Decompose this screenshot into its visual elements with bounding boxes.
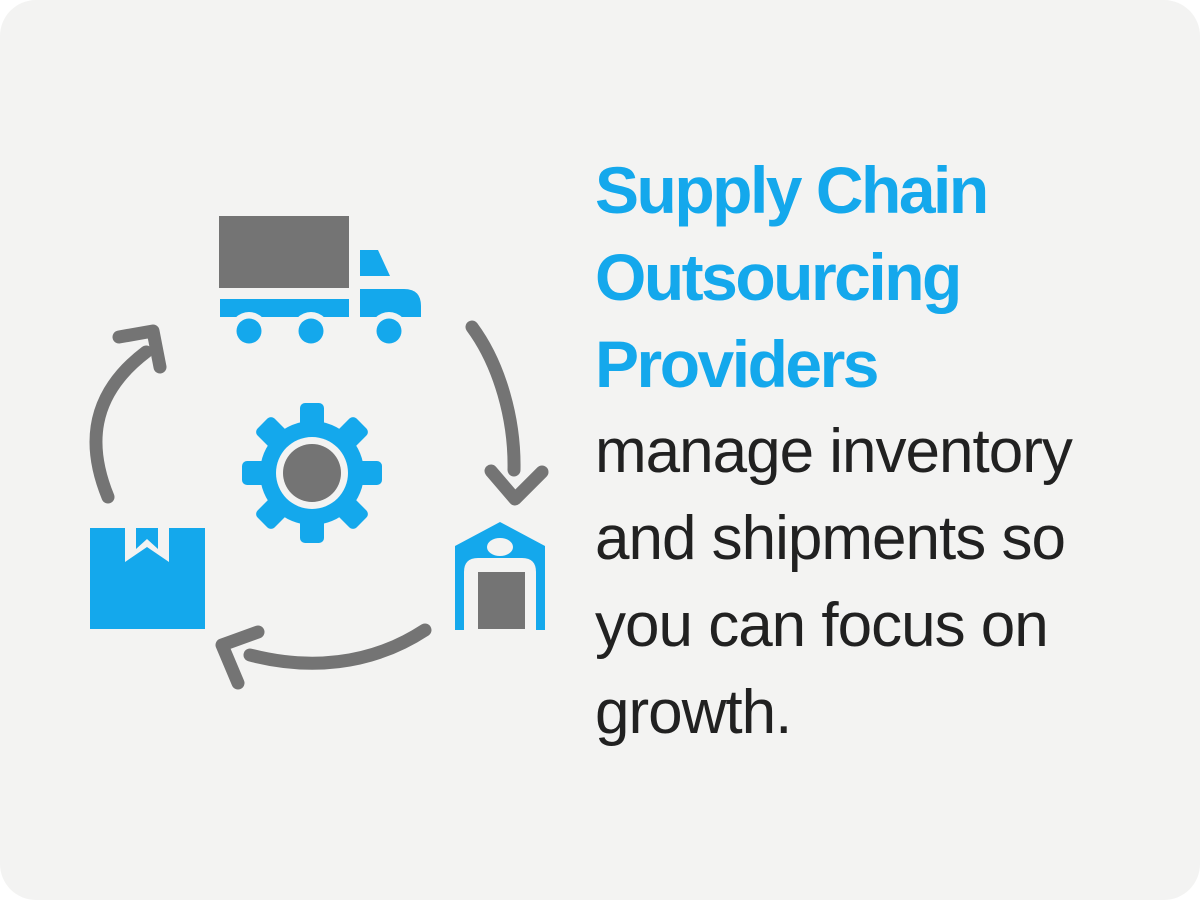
arc-arrow-down-icon bbox=[465, 320, 549, 506]
heading-line-1: Supply Chain bbox=[595, 153, 989, 227]
arc-arrow-left-icon bbox=[215, 623, 432, 690]
body-line-1: manage inventory bbox=[595, 417, 1073, 486]
package-box-icon bbox=[90, 528, 205, 629]
caption-block: Supply Chain Outsourcing Providers manag… bbox=[595, 147, 1155, 756]
delivery-truck-icon bbox=[219, 216, 421, 350]
warehouse-icon bbox=[455, 522, 545, 630]
body-line-2: and shipments so bbox=[595, 504, 1066, 573]
arc-arrow-up-icon bbox=[89, 324, 167, 504]
heading-line-3: Providers bbox=[595, 327, 879, 401]
heading-line-2: Outsourcing bbox=[595, 240, 962, 314]
body-line-4: growth. bbox=[595, 678, 792, 747]
body-line-3: you can focus on bbox=[595, 591, 1049, 660]
gear-icon bbox=[242, 403, 382, 543]
